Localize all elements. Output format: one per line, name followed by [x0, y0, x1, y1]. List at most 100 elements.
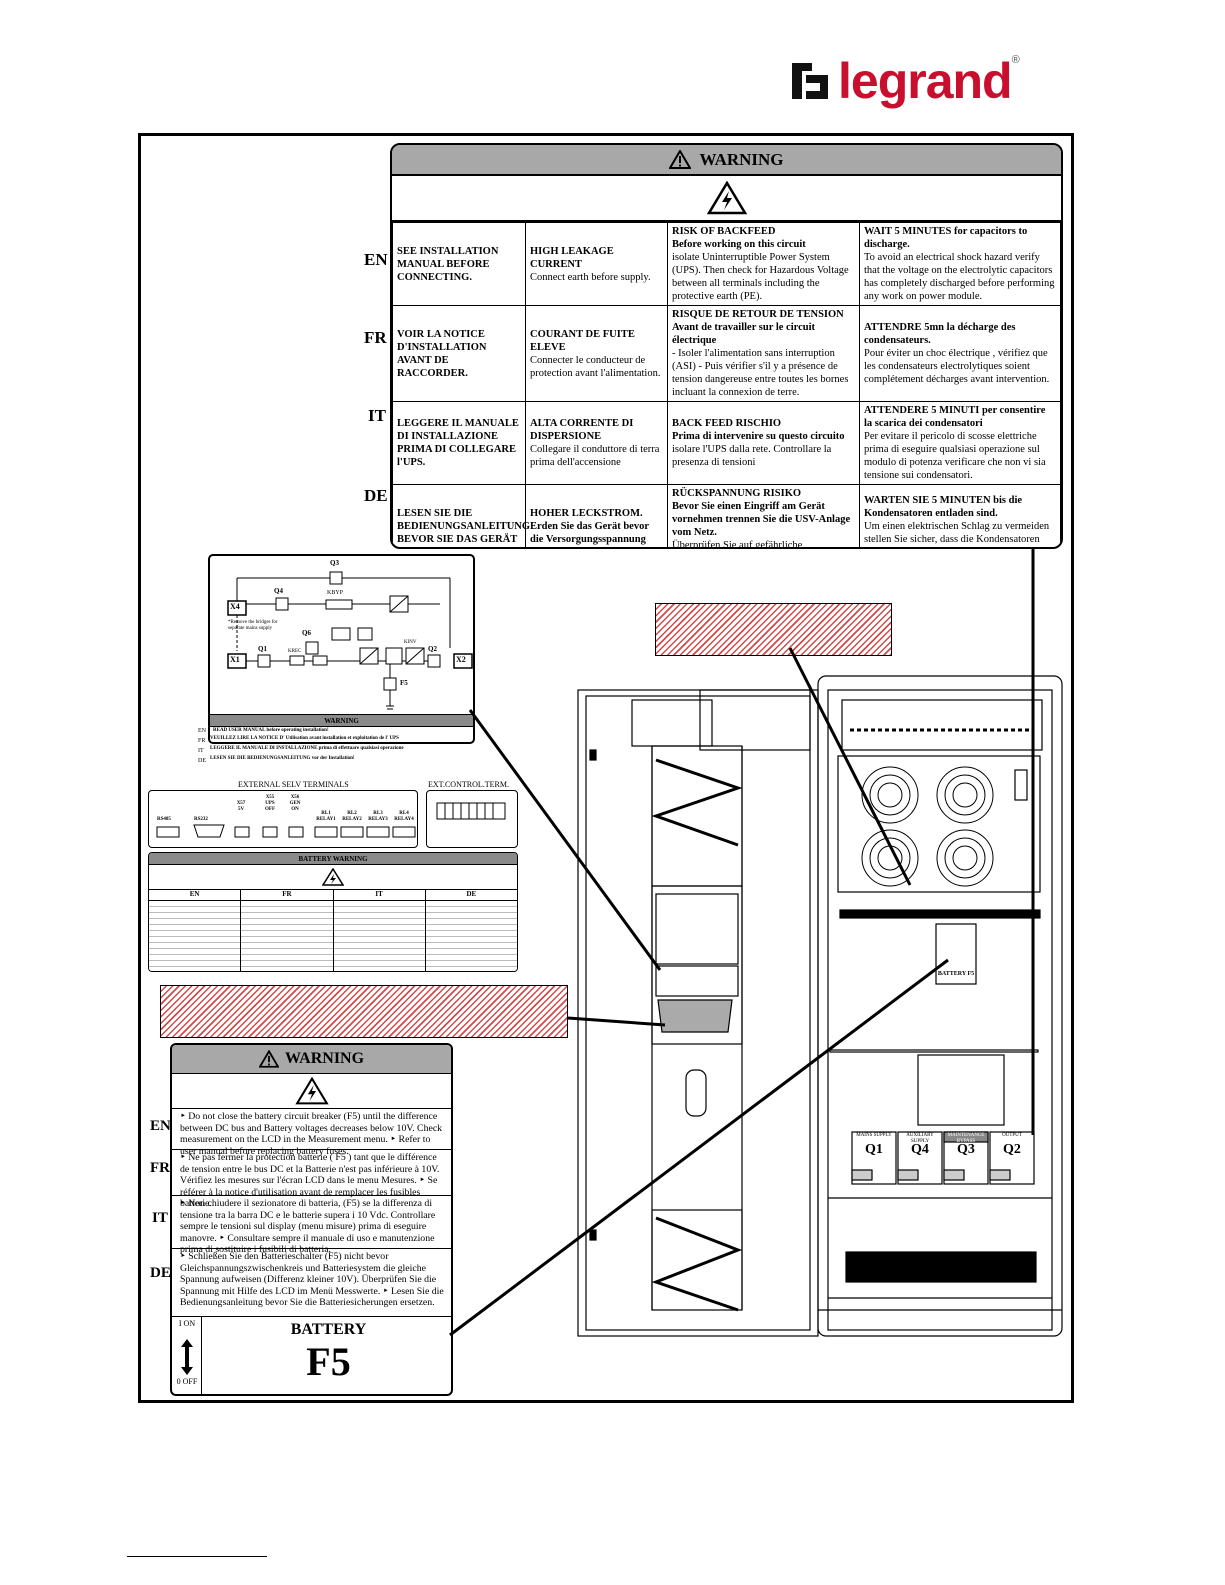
- mini-lang-en: EN: [198, 728, 206, 734]
- q4-label: Q4: [274, 587, 283, 595]
- terminal-rl3: RL3 RELAY3: [368, 811, 388, 822]
- main-warning-title: WARNING: [699, 149, 784, 169]
- breaker-q3-id: Q3: [957, 1142, 975, 1157]
- cabinet-fuse-label: BATTERY F5: [937, 971, 975, 977]
- terminal-rs485: RS485: [157, 817, 171, 822]
- leakage-body: Connect earth before supply.: [530, 271, 651, 283]
- electric-hazard-band: [392, 176, 1061, 222]
- terminal-rl2: RL2 RELAY2: [342, 811, 362, 822]
- mini-warning-en: READ USER MANUAL before operating instal…: [213, 728, 329, 733]
- mini-warning-header: WARNING: [210, 714, 473, 727]
- battery-hazard-band: [149, 865, 517, 890]
- breaker-q3-caption: MAINTENANCE BYPASS: [947, 1133, 985, 1144]
- brand-name: legrand: [838, 53, 1013, 109]
- install-manual-text: VOIR LA NOTICE D'INSTALLATION AVANT DE R…: [397, 328, 487, 379]
- terminal-x57: X57 5V: [236, 801, 246, 812]
- up-down-arrow-icon: [181, 1339, 193, 1375]
- backfeed-title: RISQUE DE RETOUR DE TENSION: [672, 309, 844, 320]
- mini-warning-it: LEGGERE IL MANUALE DI INSTALLAZIONE prim…: [210, 746, 404, 751]
- wait-body: Per evitare il pericolo di scosse elettr…: [864, 431, 1046, 481]
- leakage-body: Collegare il conduttore di terra prima d…: [530, 444, 660, 468]
- electric-hazard-icon: [706, 181, 747, 215]
- breaker-q1-caption: MAINS SUPPLY: [856, 1133, 892, 1138]
- battery-hazard-icon: [322, 868, 344, 886]
- mini-warning-title: WARNING: [324, 716, 359, 725]
- battery-lang-en: EN: [150, 1118, 171, 1134]
- leakage-body: Erden Sie das Gerät bevor die Versorgung…: [530, 520, 649, 548]
- registered-mark: ®: [1011, 54, 1020, 66]
- battery-switch-area: I ON 0 OFF BATTERY F5: [172, 1317, 451, 1394]
- mini-lang-de: DE: [198, 758, 206, 764]
- battery-panel-header: WARNING: [172, 1045, 451, 1074]
- battery-col-it: IT: [334, 890, 426, 900]
- backfeed-sub: Prima di intervenire su questo circuito: [672, 431, 845, 442]
- warning-row-de: LESEN SIE DIE BEDIENUNGSANLEITUNG BEVOR …: [392, 484, 1061, 549]
- terminal-rl1: RL1 RELAY1: [316, 811, 336, 822]
- main-warning-table: SEE INSTALLATION MANUAL BEFORE CONNECTIN…: [392, 222, 1061, 549]
- backfeed-title: RISK OF BACKFEED: [672, 226, 776, 237]
- mini-warning-fr: VEUILLEZ LIRE LA NOTICE D' Utilisation a…: [210, 736, 399, 741]
- backfeed-body: - Isoler l'alimentation sans interruptio…: [672, 348, 849, 398]
- battery-row-de: ‣ Schließen Sie den Batterieschalter (F5…: [172, 1249, 451, 1317]
- x2-label: X2: [456, 655, 466, 664]
- battery-lang-fr: FR: [150, 1160, 170, 1176]
- leakage-body: Connecter le conducteur de protection av…: [530, 354, 661, 379]
- q6-label: Q6: [302, 629, 311, 637]
- ups-cabinet-drawing: [577, 675, 1063, 1337]
- terminal-rs232: RS232: [194, 817, 208, 822]
- backfeed-sub: Before working on this circuit: [672, 239, 806, 250]
- mini-lang-it: IT: [198, 748, 204, 754]
- legrand-logo: legrand ®: [790, 50, 1020, 112]
- ext-selv-title: EXTERNAL SELV TERMINALS: [238, 780, 349, 789]
- hatched-placeholder-top: [655, 603, 892, 656]
- battery-warning-label: BATTERY WARNING EN FR IT DE: [148, 852, 518, 972]
- wait-body: Um einen elektrischen Schlag zu vermeide…: [864, 520, 1050, 548]
- legrand-mark-icon: [790, 61, 830, 101]
- mini-warning-de: LESEN SIE DIE BEDIENUNGSANLEITUNG vor de…: [210, 756, 355, 761]
- battery-panel-hazard-band: [172, 1074, 451, 1109]
- breaker-q2-id: Q2: [1003, 1142, 1021, 1157]
- battery-label: BATTERY: [290, 1321, 367, 1338]
- f5-label: F5: [400, 679, 408, 687]
- leakage-title: HOHER LECKSTROM.: [530, 507, 643, 519]
- backfeed-sub: Bevor Sie einen Eingriff am Gerät vorneh…: [672, 501, 851, 538]
- battery-lang-header: EN FR IT DE: [149, 890, 517, 901]
- warning-row-fr: VOIR LA NOTICE D'INSTALLATION AVANT DE R…: [392, 305, 1061, 402]
- fuse-f5-label: F5: [306, 1339, 351, 1384]
- footer-rule: [127, 1556, 267, 1557]
- battery-text-it: [333, 901, 426, 971]
- battery-lang-it: IT: [152, 1210, 168, 1226]
- install-manual-text: LEGGERE IL MANUALE DI INSTALLAZIONE PRIM…: [397, 418, 519, 468]
- backfeed-title: BACK FEED RISCHIO: [672, 418, 782, 429]
- battery-col-de: DE: [466, 890, 477, 898]
- lang-label-fr: FR: [364, 328, 387, 347]
- warning-triangle-icon: [258, 1050, 279, 1068]
- battery-warning-panel: WARNING ‣ Do not close the battery circu…: [170, 1043, 453, 1396]
- breaker-q1-id: Q1: [865, 1142, 883, 1157]
- breaker-q2-caption: OUTPUT: [1002, 1133, 1022, 1138]
- battery-row-it: ‣ Non chiudere il sezionatore di batteri…: [172, 1196, 451, 1255]
- circuit-diagram-icon: [227, 571, 473, 710]
- battery-text-de: [425, 901, 517, 971]
- leakage-title: ALTA CORRENTE DI DISPERSIONE: [530, 418, 634, 442]
- battery-row-en: ‣ Do not close the battery circuit break…: [172, 1109, 451, 1157]
- install-manual-text: SEE INSTALLATION MANUAL BEFORE CONNECTIN…: [397, 245, 499, 283]
- selv-terminal-block: RS485 RS232 X57 5V X55 UPS OFF X56 GEN O…: [148, 790, 418, 848]
- switch-off-label: 0 OFF: [176, 1377, 198, 1386]
- lang-label-it: IT: [368, 406, 386, 425]
- q3-label: Q3: [330, 559, 339, 567]
- battery-panel-title: WARNING: [284, 1050, 365, 1067]
- warning-row-it: LEGGERE IL MANUALE DI INSTALLAZIONE PRIM…: [392, 401, 1061, 485]
- battery-text-columns: [149, 901, 517, 971]
- backfeed-body: Überprüfen Sie auf gefährliche Spannunge…: [672, 540, 803, 549]
- lang-label-en: EN: [364, 250, 388, 269]
- wait-title: WAIT 5 MINUTES for capacitors to dischar…: [864, 226, 1028, 250]
- battery-text-en: [149, 901, 242, 971]
- q1-label: Q1: [258, 645, 267, 653]
- control-terminal-icon: [436, 802, 506, 820]
- wait-title: ATTENDERE 5 MINUTI per consentire la sca…: [864, 405, 1046, 429]
- single-line-diagram: Q3 Q4 KBYP X4 Q6 *Remove the bridges for…: [208, 554, 475, 744]
- terminal-x56: X56 GEN ON: [289, 795, 301, 812]
- battery-col-fr: FR: [241, 890, 334, 900]
- terminal-connectors-icon: [156, 824, 416, 838]
